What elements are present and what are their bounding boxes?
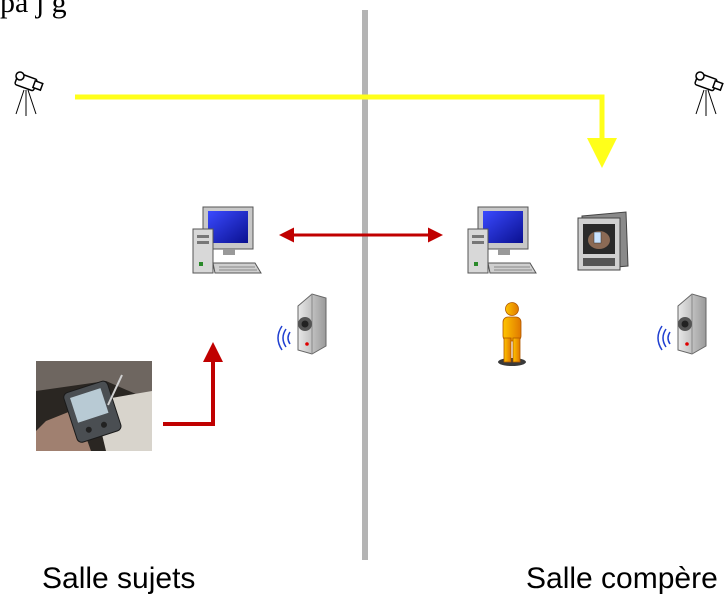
computer-icon [467, 206, 537, 274]
partial-heading: pa j g [0, 0, 67, 19]
tv-monitor-icon [577, 211, 629, 271]
camera-icon [693, 71, 724, 117]
computer-icon [192, 206, 262, 274]
room-divider [362, 10, 368, 560]
camera-icon [13, 71, 44, 117]
speaker-icon [657, 293, 707, 355]
room-label-subjects: Salle sujets [42, 562, 196, 595]
pda-photo [36, 361, 152, 451]
speaker-icon [277, 293, 327, 355]
pda-link-arrow [163, 342, 223, 426]
video-link-arrow [75, 94, 617, 168]
person-icon [498, 302, 526, 366]
room-label-compere: Salle compère [526, 562, 718, 595]
